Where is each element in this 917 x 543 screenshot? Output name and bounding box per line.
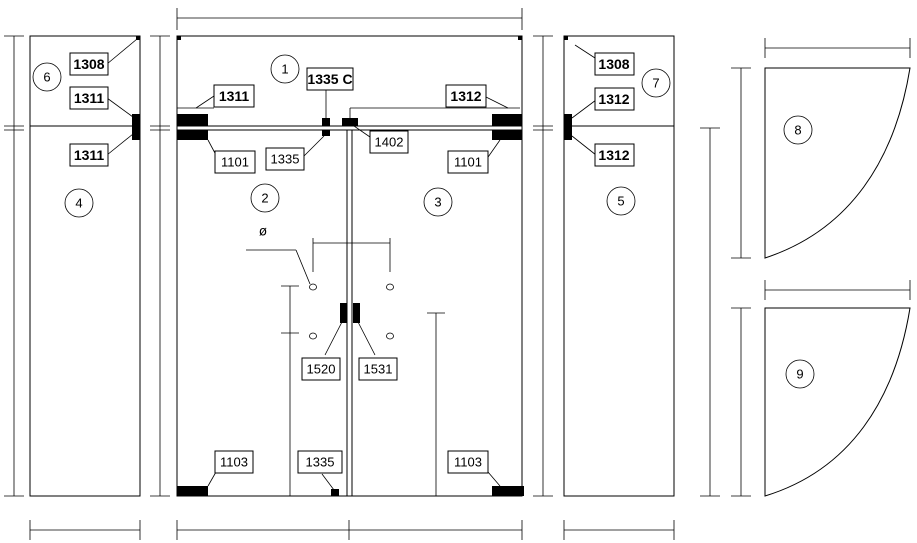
tag-1531: 1531 — [358, 357, 398, 381]
svg-text:3: 3 — [434, 195, 441, 210]
svg-text:1312: 1312 — [598, 147, 629, 163]
svg-text:1103: 1103 — [454, 455, 482, 470]
panel-number-6: 6 — [32, 62, 62, 92]
tag-1311-top: 1311 — [213, 84, 255, 108]
svg-text:5: 5 — [617, 194, 624, 209]
svg-text:2: 2 — [261, 191, 268, 206]
leader-lines — [106, 38, 597, 491]
svg-text:1311: 1311 — [219, 88, 250, 104]
svg-text:1312: 1312 — [598, 91, 629, 107]
tag-1101-left: 1101 — [214, 150, 256, 174]
panel-number-2: 2 — [250, 183, 280, 213]
tag-1308-right: 1308 — [594, 52, 635, 76]
tag-1335c: 1335 C — [306, 67, 354, 91]
svg-text:9: 9 — [796, 367, 803, 382]
svg-text:7: 7 — [652, 76, 659, 91]
svg-text:1335 C: 1335 C — [307, 71, 352, 87]
tag-1335-bottom: 1335 — [297, 450, 343, 474]
svg-text:1311: 1311 — [74, 90, 105, 106]
panel-number-4: 4 — [64, 188, 94, 218]
dimension-lines — [4, 8, 911, 540]
svg-text:1308: 1308 — [73, 56, 104, 72]
panel-number-9: 9 — [785, 359, 815, 389]
svg-text:1531: 1531 — [364, 362, 393, 377]
svg-text:6: 6 — [43, 70, 50, 85]
glass-panels — [29, 35, 911, 497]
svg-text:1335: 1335 — [271, 152, 300, 167]
panel-number-5: 5 — [606, 186, 636, 216]
tag-1312-right-bottom: 1312 — [594, 143, 635, 167]
svg-text:1520: 1520 — [307, 362, 336, 377]
tag-1402: 1402 — [369, 130, 409, 154]
panel-number-7: 7 — [641, 68, 671, 98]
panel-number-1: 1 — [270, 54, 300, 84]
svg-text:4: 4 — [75, 196, 82, 211]
tag-1311-left-bottom: 1311 — [69, 143, 109, 167]
svg-text:1402: 1402 — [375, 135, 404, 150]
tag-1103-right: 1103 — [447, 450, 489, 474]
tag-1103-left: 1103 — [214, 450, 254, 474]
svg-text:1335: 1335 — [306, 455, 335, 470]
svg-text:1101: 1101 — [221, 155, 249, 170]
svg-text:1311: 1311 — [74, 147, 105, 163]
panel-number-3: 3 — [423, 187, 453, 217]
svg-text:1103: 1103 — [220, 455, 248, 470]
svg-text:1308: 1308 — [598, 56, 629, 72]
tag-1101-right: 1101 — [447, 150, 489, 174]
panel-number-8: 8 — [783, 115, 813, 145]
tag-1312-right-top: 1312 — [594, 87, 635, 111]
tag-1335-top: 1335 — [265, 147, 305, 171]
hardware-fittings — [132, 36, 572, 496]
diameter-symbol: ø — [259, 225, 267, 240]
tag-1311-left-top: 1311 — [69, 86, 109, 110]
svg-text:1101: 1101 — [454, 155, 482, 170]
svg-text:1: 1 — [281, 62, 288, 77]
tag-1308-left: 1308 — [69, 52, 109, 76]
tag-1312-top: 1312 — [445, 84, 487, 108]
svg-text:1312: 1312 — [450, 88, 481, 104]
tag-1520: 1520 — [301, 357, 341, 381]
svg-text:8: 8 — [794, 123, 801, 138]
